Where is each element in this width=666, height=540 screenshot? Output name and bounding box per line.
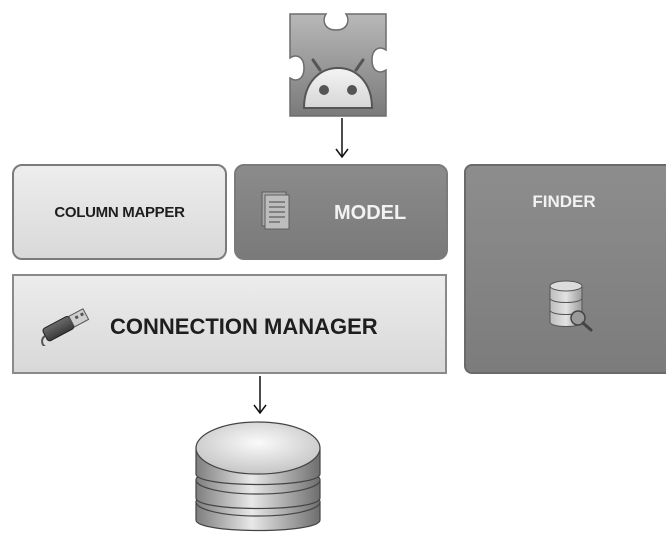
model-box: MODEL bbox=[234, 164, 448, 260]
finder-label: FINDER bbox=[532, 192, 596, 211]
column-mapper-label: COLUMN MAPPER bbox=[54, 203, 185, 221]
connection-manager-box: CONNECTION MANAGER bbox=[12, 274, 447, 374]
finder-box: FINDER bbox=[464, 164, 666, 374]
database-icon bbox=[195, 421, 321, 532]
model-label: MODEL bbox=[334, 202, 407, 224]
arrow-plugin-to-model bbox=[335, 118, 349, 159]
connection-manager-label: CONNECTION MANAGER bbox=[110, 314, 378, 339]
usb-plug-icon bbox=[41, 308, 90, 346]
android-plugin-icon bbox=[289, 13, 387, 117]
database-search-icon bbox=[549, 280, 593, 332]
document-icon bbox=[261, 191, 290, 230]
arrow-connection-to-database bbox=[253, 376, 267, 415]
column-mapper-box: COLUMN MAPPER bbox=[12, 164, 227, 260]
